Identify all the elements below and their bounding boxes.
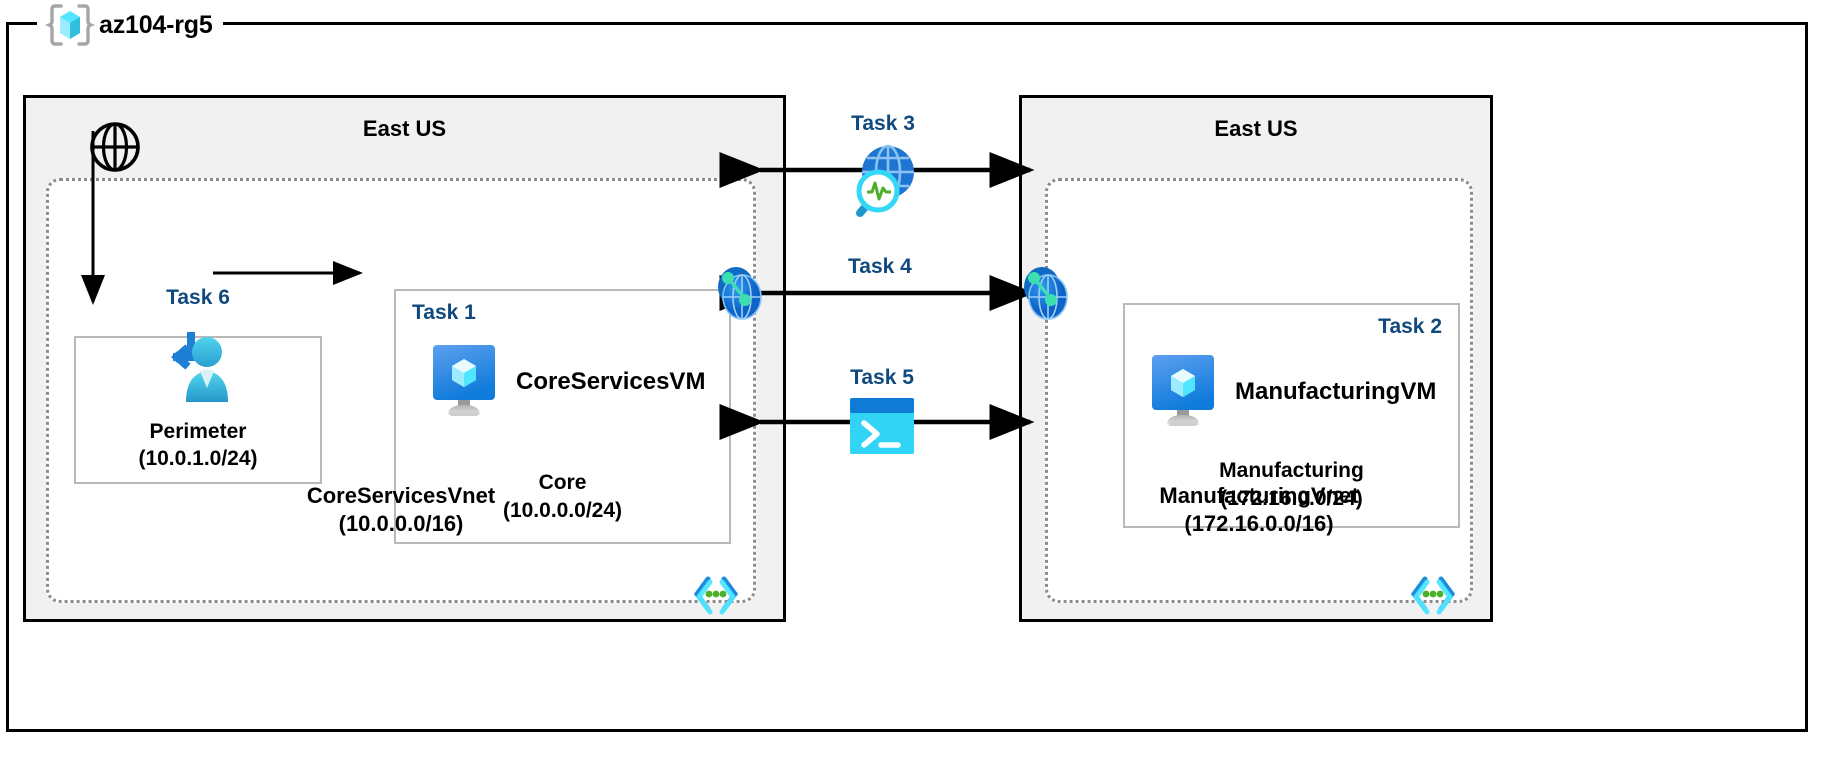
virtual-machine-icon: [428, 343, 500, 421]
subnet-perimeter-name: Perimeter: [149, 420, 247, 443]
vm-name-manufacturing: ManufacturingVM: [1235, 378, 1437, 405]
vnet-core-label: CoreServicesVnet (10.0.0.0/16): [49, 482, 753, 538]
subnet-core-name: Core: [538, 471, 587, 495]
subnet-manufacturing-address: (172.16.0.0/24): [1220, 486, 1363, 510]
region-title-left: East US: [362, 116, 447, 141]
vnet-core-address: (10.0.0.0/16): [338, 510, 464, 536]
task-label-3: Task 3: [851, 112, 915, 135]
virtual-machine-icon: [1147, 353, 1219, 431]
region-panel-left: East US Task 6: [23, 95, 786, 622]
region-panel-right: East US Task 2: [1019, 95, 1493, 622]
task-label-1: Task 1: [412, 301, 476, 324]
subnet-core-caption: Core (10.0.0.0/24): [396, 469, 729, 524]
subnet-perimeter-caption: Perimeter (10.0.1.0/24): [76, 418, 320, 473]
region-title-right: East US: [1214, 116, 1298, 141]
vnet-peering-endpoint-right: [1018, 263, 1076, 325]
vnet-core-name: CoreServicesVnet: [306, 482, 496, 508]
subnet-icon: [1410, 574, 1456, 615]
resource-group-header: az104-rg5: [37, 2, 223, 48]
vm-name-core-services: CoreServicesVM: [516, 368, 706, 395]
globe-internet-icon: [88, 120, 142, 174]
resource-group-name: az104-rg5: [99, 10, 213, 39]
subnet-manufacturing-name: Manufacturing: [1219, 459, 1364, 483]
resource-group-frame: az104-rg5 East US Task 6: [6, 2, 1808, 732]
middle-task-5: Task 5: [848, 366, 916, 456]
vm-core-services: CoreServicesVM: [428, 343, 705, 421]
vnet-manufacturing-address: (172.16.0.0/16): [1184, 510, 1334, 536]
subnet-perimeter: Task 6: [74, 286, 322, 484]
network-watcher-icon: [840, 142, 926, 220]
bastion-user-icon: [159, 330, 237, 406]
subnet-manufacturing: Task 2 Manuf: [1123, 303, 1460, 528]
subnet-core-address: (10.0.0.0/24): [502, 498, 623, 522]
task-label-4: Task 4: [848, 255, 912, 278]
vm-manufacturing: ManufacturingVM: [1147, 353, 1436, 431]
vnet-manufacturing: Task 2 Manuf: [1045, 178, 1473, 615]
subnet-perimeter-address: (10.0.1.0/24): [138, 447, 258, 471]
middle-task-3: Task 3: [840, 112, 926, 220]
middle-task-4: Task 4: [848, 255, 912, 279]
vnet-peering-endpoint-left: [712, 263, 770, 325]
cloud-shell-icon: [848, 396, 916, 456]
subnet-core: Task 1: [394, 289, 731, 544]
task-label-5: Task 5: [850, 366, 914, 389]
azure-resource-group-icon: [44, 2, 96, 48]
vnet-manufacturing-label: ManufacturingVnet (172.16.0.0/16): [1048, 482, 1470, 538]
subnet-icon: [693, 574, 739, 615]
vnet-core-services: Task 6: [46, 178, 756, 615]
subnet-manufacturing-caption: Manufacturing (172.16.0.0/24): [1125, 457, 1458, 512]
task-label-6: Task 6: [166, 286, 230, 309]
task-label-2: Task 2: [1378, 315, 1442, 338]
vnet-manufacturing-name: ManufacturingVnet: [1159, 482, 1359, 508]
